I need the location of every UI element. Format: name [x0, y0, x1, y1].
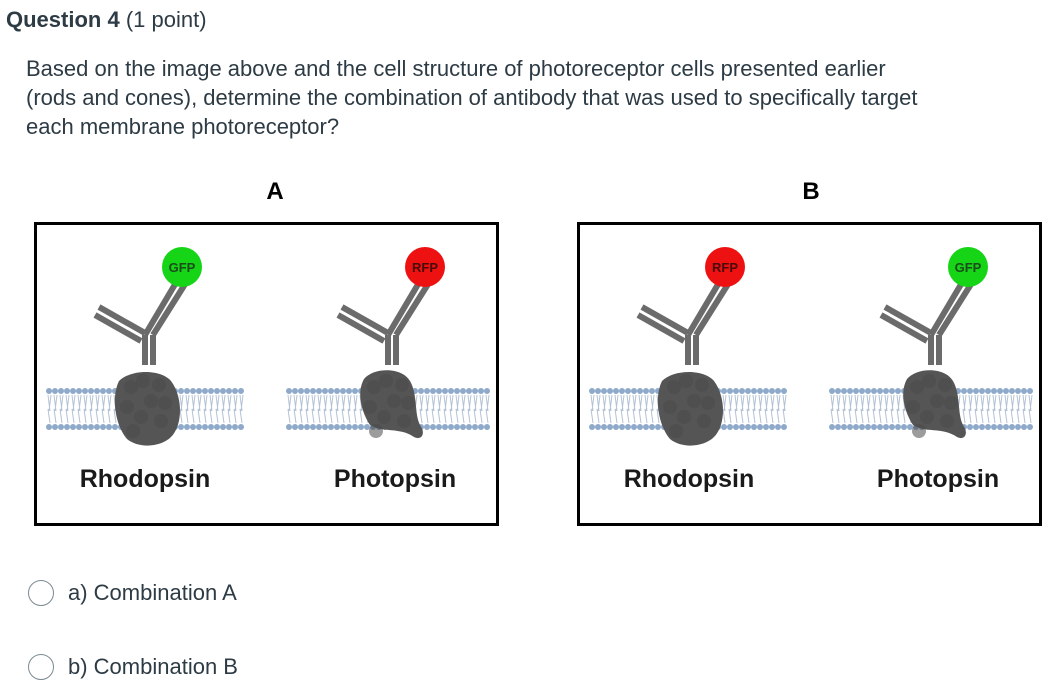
option-b-radio[interactable] — [28, 654, 54, 680]
panel-b-label: B — [802, 178, 820, 205]
svg-text:GFP: GFP — [955, 260, 982, 275]
antibody-gfp — [879, 279, 976, 365]
question-points: (1 point) — [125, 7, 207, 32]
protein-rhodopsin — [657, 372, 723, 446]
question-text: Based on the image above and the cell st… — [26, 56, 918, 139]
antibody-rfp — [636, 279, 733, 365]
svg-text:RFP: RFP — [412, 260, 438, 275]
panel-a-photopsin-label: Photopsin — [333, 465, 457, 493]
option-a[interactable]: a) Combination A — [28, 580, 237, 606]
panel-a-illustration: GFP RFP — [46, 247, 490, 446]
antibody-rfp — [336, 279, 433, 365]
panel-b-illustration: RFP GFP — [589, 247, 1033, 446]
panel-a: GFP RFP Rhodopsin Photopsin — [34, 222, 499, 526]
protein-rhodopsin — [114, 372, 180, 446]
svg-text:GFP: GFP — [169, 260, 196, 275]
question-header: Question 4 (1 point) — [6, 6, 207, 34]
option-a-label: a) Combination A — [68, 580, 237, 605]
gfp-tag: GFP — [162, 247, 202, 287]
question-title: Question 4 — [6, 7, 120, 32]
gfp-tag: GFP — [948, 247, 988, 287]
option-b-label: b) Combination B — [68, 654, 238, 679]
antibody-gfp — [93, 279, 190, 365]
panel-a-label: A — [266, 178, 284, 205]
protein-photopsin — [903, 370, 966, 439]
rfp-tag: RFP — [705, 247, 745, 287]
svg-text:RFP: RFP — [712, 260, 738, 275]
rfp-tag: RFP — [405, 247, 445, 287]
panel-b: RFP GFP Rhodopsin Photopsin — [577, 222, 1042, 526]
panel-a-rhodopsin-label: Rhodopsin — [79, 465, 211, 493]
protein-photopsin — [360, 370, 423, 439]
option-a-radio[interactable] — [28, 580, 54, 606]
option-b[interactable]: b) Combination B — [28, 654, 238, 680]
panel-b-rhodopsin-label: Rhodopsin — [623, 465, 755, 493]
panel-b-photopsin-label: Photopsin — [876, 465, 1000, 493]
